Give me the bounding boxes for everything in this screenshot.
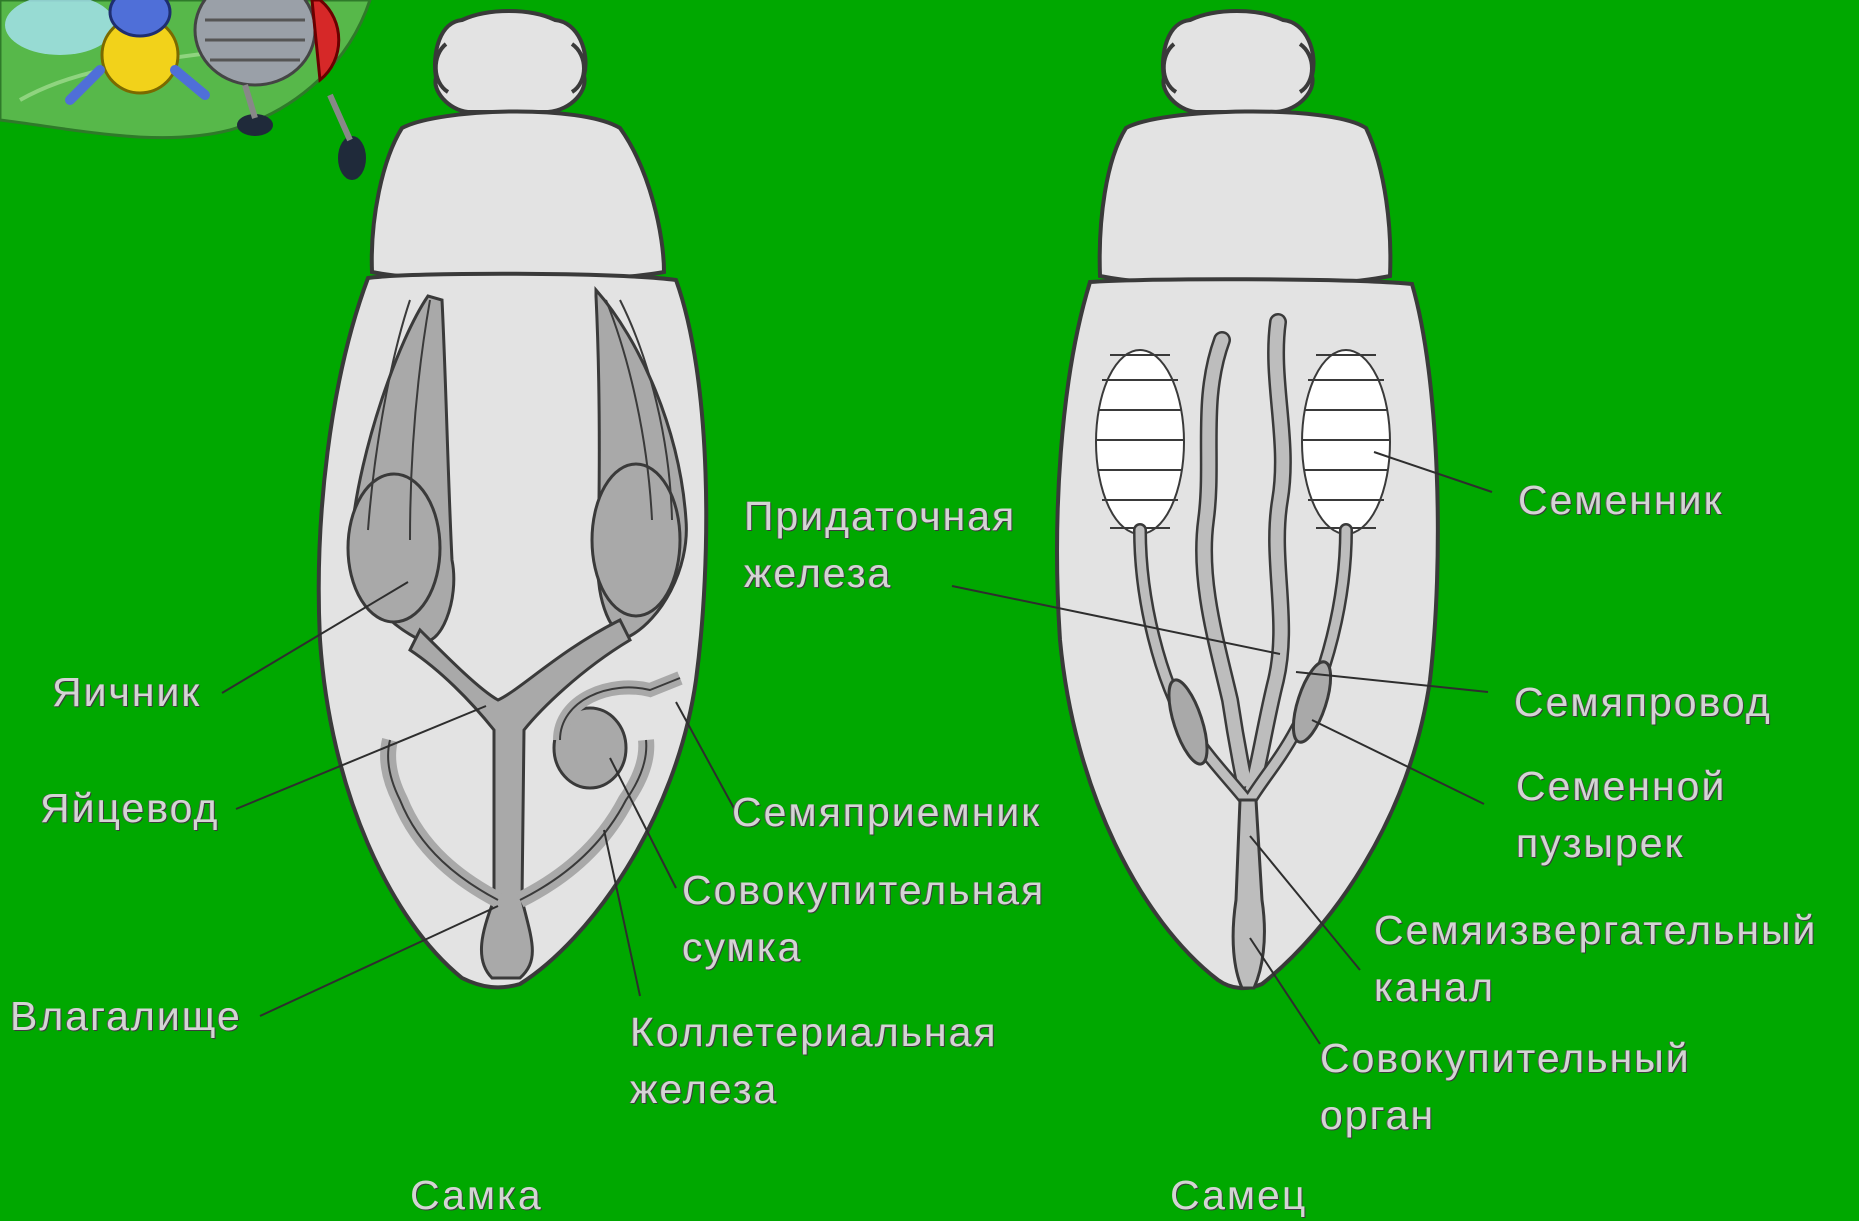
label-ejaculatory-line2: канал: [1374, 959, 1817, 1016]
label-colleterial-line1: Коллетериальная: [630, 1004, 998, 1061]
label-copulatory-organ: Совокупительный орган: [1320, 1030, 1691, 1144]
label-testis: Семенник: [1518, 472, 1724, 529]
label-seminal-vesicle: Семенной пузырек: [1516, 758, 1726, 872]
label-copulatory-line1: Совокупительный: [1320, 1030, 1691, 1087]
caption-male: Самец: [1170, 1172, 1307, 1219]
label-bursa: Совокупительная сумка: [682, 862, 1045, 976]
cartoon-insects-decoration: [0, 0, 370, 180]
label-vas-deferens-text: Семяпровод: [1514, 674, 1772, 731]
label-vagina-text: Влагалище: [10, 988, 242, 1045]
label-seminal-line1: Семенной: [1516, 758, 1726, 815]
label-spermatheca: Семяприемник: [732, 784, 1041, 841]
label-vagina: Влагалище: [10, 988, 242, 1045]
label-ejaculatory-duct: Семяизвергательный канал: [1374, 902, 1817, 1016]
label-bursa-line1: Совокупительная: [682, 862, 1045, 919]
label-testis-text: Семенник: [1518, 472, 1724, 529]
label-colleterial-line2: железа: [630, 1061, 998, 1118]
label-bursa-line2: сумка: [682, 919, 1045, 976]
label-oviduct-text: Яйцевод: [40, 780, 219, 837]
label-copulatory-line2: орган: [1320, 1087, 1691, 1144]
caption-female: Самка: [410, 1172, 543, 1219]
label-accessory-line2: железа: [744, 545, 1016, 602]
label-seminal-line2: пузырек: [1516, 815, 1726, 872]
label-ejaculatory-line1: Семяизвергательный: [1374, 902, 1817, 959]
label-accessory-line1: Придаточная: [744, 488, 1016, 545]
label-accessory-gland: Придаточная железа: [744, 488, 1016, 602]
label-vas-deferens: Семяпровод: [1514, 674, 1772, 731]
label-colleterial-gland: Коллетериальная железа: [630, 1004, 998, 1118]
label-oviduct: Яйцевод: [40, 780, 219, 837]
label-ovary: Яичник: [52, 664, 201, 721]
label-spermatheca-text: Семяприемник: [732, 784, 1041, 841]
label-ovary-text: Яичник: [52, 664, 201, 721]
